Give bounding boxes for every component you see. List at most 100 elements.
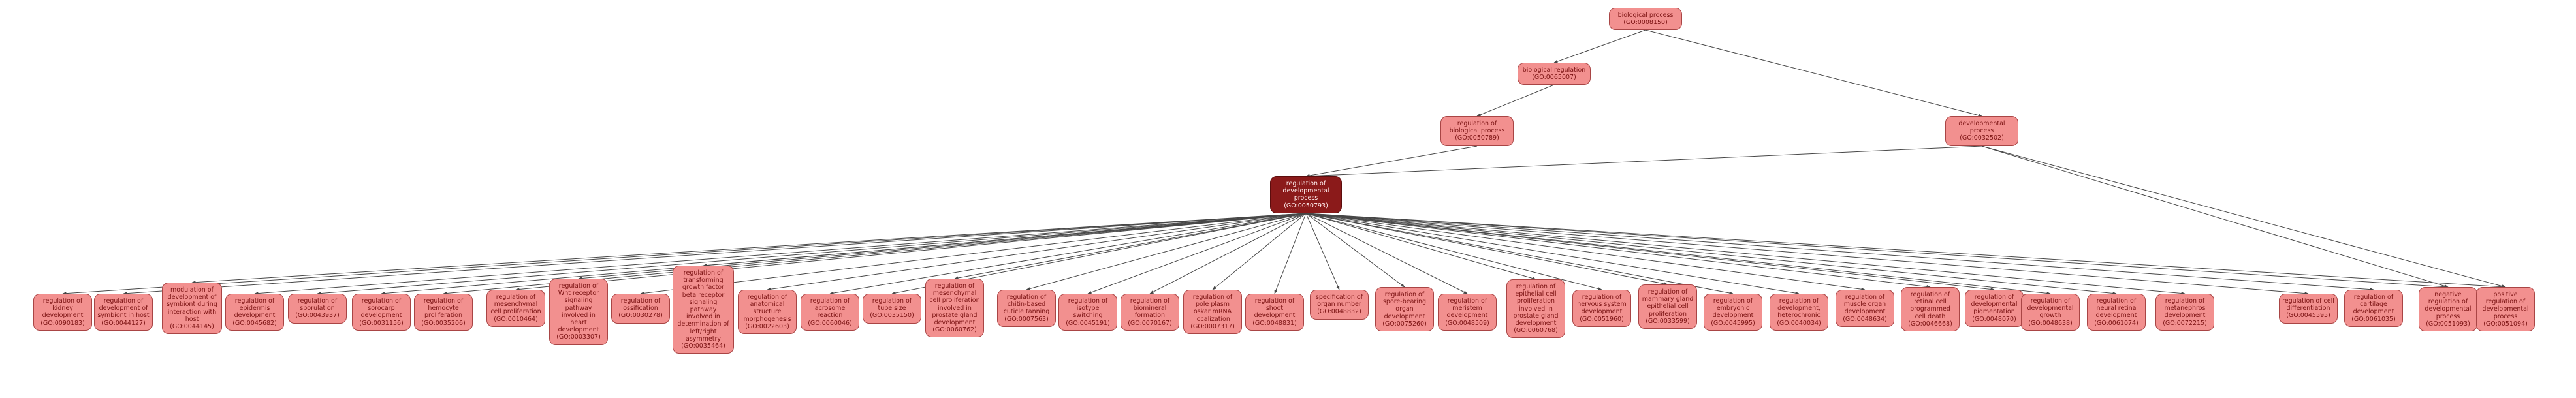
graph-edge: [1305, 213, 1405, 288]
go-term-node[interactable]: regulation of sorocarp development(GO:00…: [352, 294, 411, 331]
go-term-id: (GO:0070167): [1128, 319, 1172, 327]
graph-edge: [1274, 213, 1307, 294]
go-term-node[interactable]: regulation of development of symbiont in…: [94, 294, 153, 331]
graph-edge: [954, 213, 1307, 280]
go-term-node[interactable]: regulation of biological process(GO:0050…: [1440, 116, 1514, 146]
go-term-id: (GO:0044145): [170, 323, 214, 331]
go-term-label: regulation of Wnt receptor signaling pat…: [558, 283, 599, 334]
go-term-id: (GO:0031156): [359, 319, 404, 327]
go-term-id: (GO:0048832): [1317, 308, 1361, 316]
graph-edge: [1305, 213, 1866, 291]
go-term-id: (GO:0030278): [618, 312, 663, 320]
graph-edge: [1305, 213, 1340, 290]
go-term-node[interactable]: developmental process(GO:0032502): [1945, 116, 2018, 146]
graph-edge: [1305, 213, 2117, 295]
go-term-id: (GO:0003307): [556, 333, 601, 341]
graph-edge: [1305, 213, 1536, 280]
go-term-label: regulation of isotype switching: [1068, 298, 1108, 320]
graph-edge: [1305, 213, 1995, 291]
go-term-node[interactable]: regulation of tube size(GO:0035150): [863, 294, 921, 324]
go-term-node[interactable]: regulation of Wnt receptor signaling pat…: [549, 279, 608, 345]
graph-edge: [1305, 213, 2506, 289]
go-term-id: (GO:0022603): [745, 322, 789, 330]
go-term-node[interactable]: regulation of developmental growth(GO:00…: [2021, 294, 2080, 331]
graph-edge: [1305, 213, 1602, 291]
go-term-node[interactable]: regulation of muscle organ development(G…: [1836, 290, 1894, 327]
go-term-label: regulation of cartilage development: [2353, 294, 2394, 316]
graph-edge: [703, 213, 1307, 268]
go-term-node[interactable]: regulation of pole plasm oskar mRNA loca…: [1183, 290, 1242, 335]
go-term-node[interactable]: specification of organ number(GO:0048832…: [1310, 290, 1369, 320]
go-term-node[interactable]: negative regulation of developmental pro…: [2419, 287, 2477, 332]
go-term-node[interactable]: regulation of developmental pigmentation…: [1965, 290, 2024, 327]
go-term-label: specification of organ number: [1315, 294, 1363, 309]
go-term-node[interactable]: modulation of development of symbiont du…: [162, 283, 222, 335]
go-term-node[interactable]: regulation of transforming growth factor…: [673, 266, 734, 354]
go-term-node[interactable]: regulation of spore-bearing organ develo…: [1375, 287, 1434, 332]
graph-edge: [640, 213, 1307, 295]
graph-edge: [1305, 213, 2051, 295]
go-term-node[interactable]: biological regulation(GO:0065007): [1518, 63, 1591, 85]
graph-edge: [1305, 213, 1734, 295]
go-term-node[interactable]: regulation of epithelial cell proliferat…: [1506, 279, 1565, 339]
go-term-id: (GO:0035206): [421, 319, 466, 327]
go-term-node[interactable]: regulation of sporulation(GO:0043937): [288, 294, 347, 324]
go-term-label: regulation of cell differentiation: [2282, 298, 2334, 313]
go-term-label: regulation of shoot development: [1254, 298, 1296, 320]
go-term-id: (GO:0060046): [808, 319, 852, 327]
go-term-node[interactable]: regulation of development, heterochronic…: [1770, 294, 1828, 331]
go-term-node[interactable]: regulation of isotype switching(GO:00451…: [1058, 294, 1117, 331]
go-term-label: regulation of mesenchymal cell prolifera…: [929, 283, 980, 327]
go-term-node[interactable]: regulation of acrosome reaction(GO:00600…: [801, 294, 859, 331]
graph-edge: [254, 213, 1307, 296]
go-term-node[interactable]: regulation of embryonic development(GO:0…: [1704, 294, 1762, 331]
go-term-node[interactable]: regulation of mesenchymal cell prolifera…: [925, 279, 984, 338]
go-term-label: positive regulation of developmental pro…: [2482, 291, 2529, 320]
go-term-label: regulation of meristem development: [1446, 298, 1488, 320]
go-term-node[interactable]: regulation of cartilage development(GO:0…: [2344, 290, 2403, 327]
go-term-node[interactable]: regulation of nervous system development…: [1572, 290, 1631, 327]
go-term-id: (GO:0035464): [681, 343, 725, 350]
go-term-id: (GO:0044127): [101, 319, 146, 327]
go-term-node[interactable]: regulation of biomineral formation(GO:00…: [1121, 294, 1179, 331]
go-term-node[interactable]: regulation of mesenchymal cell prolifera…: [486, 290, 545, 327]
go-term-node[interactable]: regulation of epidermis development(GO:0…: [225, 294, 284, 331]
go-term-id: (GO:0090183): [40, 319, 85, 327]
go-term-node[interactable]: regulation of mammary gland epithelial c…: [1638, 284, 1697, 329]
selected-go-term-node[interactable]: regulation of developmental process(GO:0…: [1270, 176, 1342, 213]
go-term-label: regulation of retinal cell programmed ce…: [1910, 291, 1950, 320]
go-term-id: (GO:0048638): [2028, 319, 2073, 327]
go-term-node[interactable]: regulation of neural retina development(…: [2087, 294, 2146, 331]
go-term-label: biological regulation: [1522, 67, 1586, 74]
go-term-node[interactable]: regulation of hemocyte proliferation(GO:…: [414, 294, 473, 331]
graph-edge: [1981, 145, 2506, 288]
go-term-node[interactable]: regulation of retinal cell programmed ce…: [1901, 287, 1960, 332]
go-term-node[interactable]: regulation of cell differentiation(GO:00…: [2279, 294, 2338, 324]
graph-edge: [515, 213, 1307, 291]
go-term-id: (GO:0050789): [1455, 134, 1499, 142]
go-term-node[interactable]: regulation of anatomical structure morph…: [738, 290, 797, 335]
go-term-id: (GO:0051093): [2426, 320, 2470, 328]
go-term-id: (GO:0010464): [494, 315, 538, 323]
go-term-id: (GO:0007563): [1004, 315, 1049, 323]
go-term-node[interactable]: regulation of metanephros development(GO…: [2155, 294, 2214, 331]
go-term-id: (GO:0033599): [1646, 317, 1690, 325]
go-term-node[interactable]: regulation of ossification(GO:0030278): [611, 294, 670, 324]
go-term-label: regulation of epidermis development: [234, 298, 276, 320]
go-term-node[interactable]: regulation of chitin-based cuticle tanni…: [997, 290, 1056, 327]
graph-edge: [1476, 84, 1555, 117]
graph-edge: [191, 213, 1307, 284]
go-term-node[interactable]: regulation of meristem development(GO:00…: [1438, 294, 1497, 331]
go-term-label: regulation of ossification: [620, 298, 661, 313]
go-term-label: regulation of transforming growth factor…: [677, 269, 729, 343]
go-term-node[interactable]: biological process(GO:0008150): [1609, 8, 1682, 31]
go-term-node[interactable]: regulation of shoot development(GO:00488…: [1245, 294, 1304, 331]
go-term-node[interactable]: regulation of kidney development(GO:0090…: [33, 294, 92, 331]
go-term-node[interactable]: positive regulation of developmental pro…: [2476, 287, 2535, 332]
go-term-label: regulation of acrosome reaction: [810, 298, 850, 320]
graph-edge: [767, 213, 1307, 291]
go-term-label: regulation of sporulation: [297, 298, 338, 313]
graph-edge: [123, 213, 1307, 296]
graph-edge: [1026, 213, 1307, 290]
graph-edge: [62, 213, 1307, 296]
